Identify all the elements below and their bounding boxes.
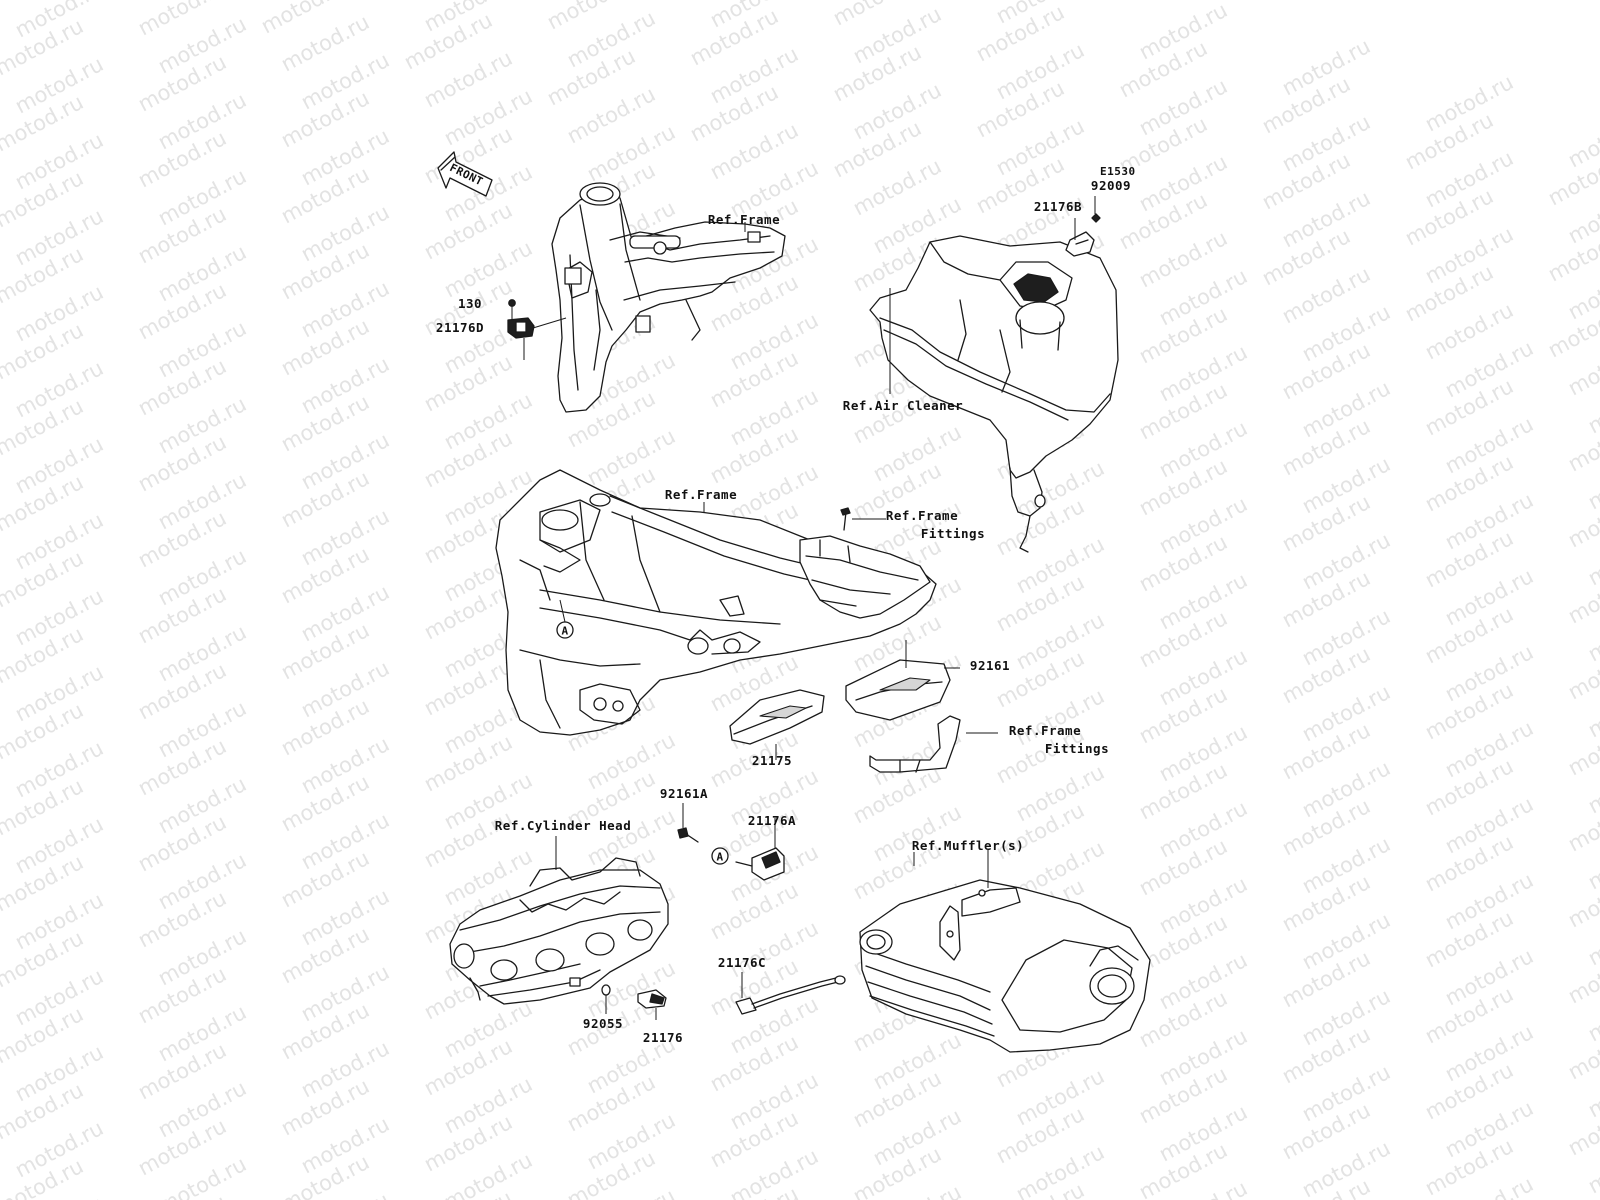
label-ref-mufflers: Ref.Muffler(s) — [912, 838, 1024, 853]
part-21176A-sensor — [735, 818, 785, 881]
diagram-code: E1530 — [1100, 165, 1136, 178]
frame-front-section — [551, 182, 786, 413]
label-ref-frame-fittings-1: Ref.Frame — [886, 508, 958, 523]
part-92161A-grommet — [677, 803, 699, 843]
marker-a-label: A — [561, 625, 568, 638]
marker-a-frame: A — [556, 599, 574, 639]
frame-fittings-bracket — [869, 715, 961, 773]
labels: E1530 92009 21176B 130 21176D Ref.Frame … — [436, 165, 1136, 1045]
part-21175-pad — [729, 689, 825, 745]
label-ref-frame-fittings-2: Ref.Frame — [1009, 723, 1081, 738]
label-21175: 21175 — [752, 753, 792, 768]
part-130-bolt — [508, 299, 516, 320]
leader-lines — [555, 222, 998, 870]
marker-a-sensor: A — [711, 847, 729, 865]
label-ref-frame-fittings-2-line2: Fittings — [1045, 741, 1109, 756]
part-21176D-sensor — [507, 317, 567, 360]
label-92161A: 92161A — [660, 786, 708, 801]
air-cleaner-housing — [869, 235, 1119, 553]
muffler — [859, 850, 1151, 1053]
part-92009-screw — [1091, 196, 1101, 223]
cylinder-head — [449, 857, 669, 1005]
label-ref-air-cleaner: Ref.Air Cleaner — [843, 398, 963, 413]
label-ref-frame-top: Ref.Frame — [708, 212, 780, 227]
marker-a-label: A — [716, 851, 723, 864]
label-ref-frame-mid: Ref.Frame — [665, 487, 737, 502]
label-21176B: 21176B — [1034, 199, 1082, 214]
part-21176C-o2-sensor — [735, 972, 846, 1015]
label-92009: 92009 — [1091, 178, 1131, 193]
main-frame — [495, 469, 937, 736]
part-92055-washer — [601, 984, 611, 1014]
part-21176B-sensor — [1065, 218, 1095, 257]
label-21176D: 21176D — [436, 320, 484, 335]
label-130: 130 — [458, 296, 482, 311]
label-21176: 21176 — [643, 1030, 683, 1045]
part-21176-sensor — [637, 989, 667, 1020]
label-92055: 92055 — [583, 1016, 623, 1031]
label-92161: 92161 — [970, 658, 1010, 673]
label-ref-cylinder-head: Ref.Cylinder Head — [495, 818, 631, 833]
label-21176A: 21176A — [748, 813, 796, 828]
part-92161-pad — [845, 659, 951, 721]
label-21176C: 21176C — [718, 955, 766, 970]
label-ref-frame-fittings-1-line2: Fittings — [921, 526, 985, 541]
